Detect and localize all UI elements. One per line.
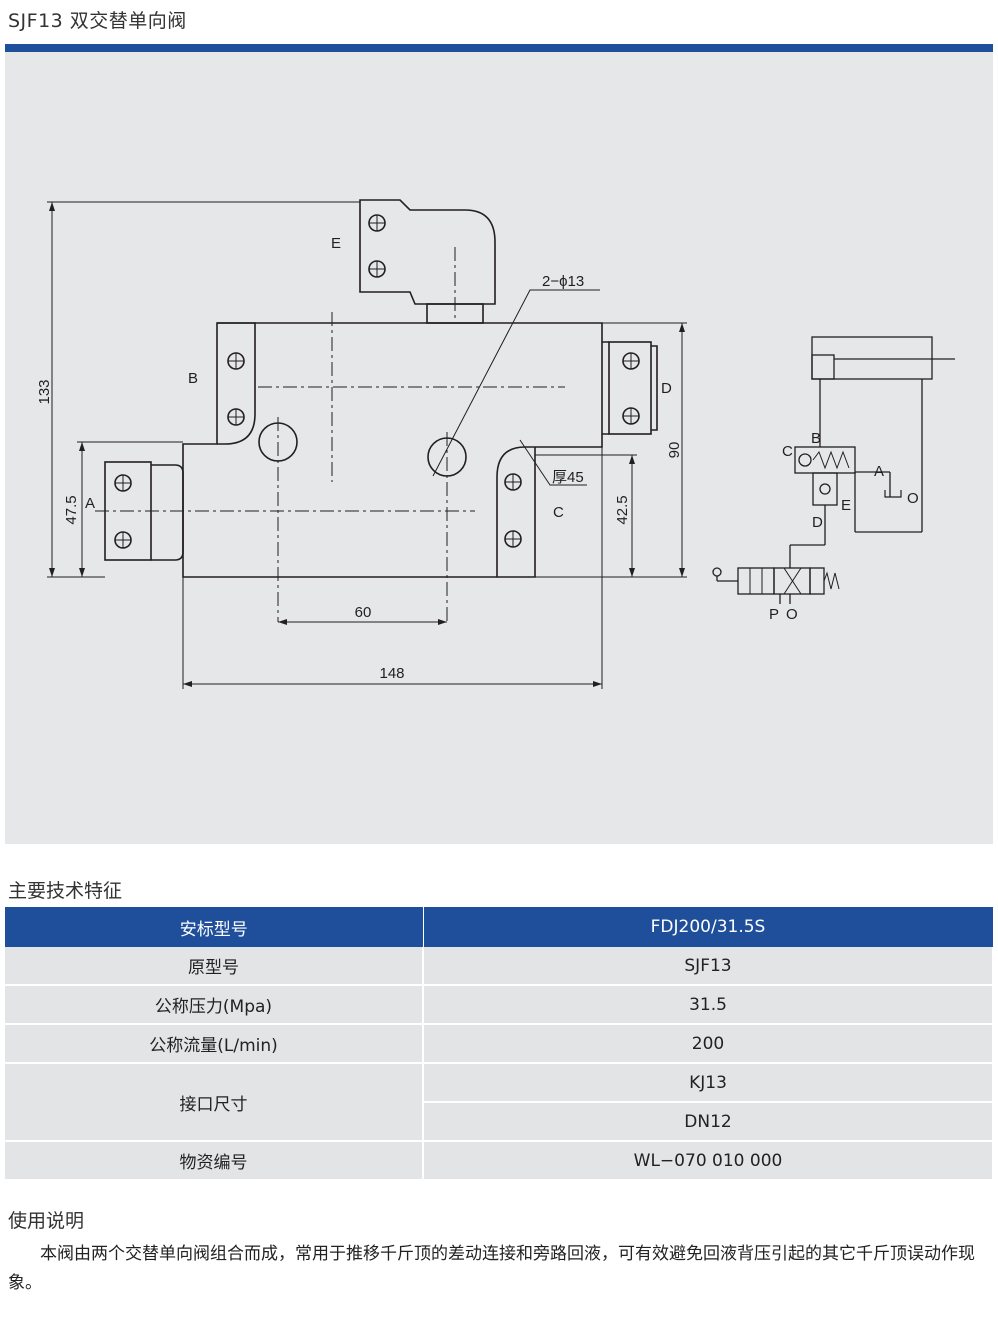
spec-value: DN12 bbox=[423, 1102, 994, 1142]
page-title: SJF13 双交替单向阀 bbox=[8, 10, 187, 32]
schematic-label-p: P bbox=[769, 606, 779, 623]
port-label-d: D bbox=[661, 380, 672, 397]
spec-value: SJF13 bbox=[423, 947, 994, 986]
title-rule bbox=[5, 44, 993, 52]
schematic-label-e: E bbox=[841, 497, 851, 514]
spec-table: 安标型号 FDJ200/31.5S 原型号 SJF13 公称压力(Mpa) 31… bbox=[5, 907, 994, 1181]
table-row: 公称压力(Mpa) 31.5 bbox=[5, 985, 994, 1025]
spec-label: 公称压力(Mpa) bbox=[5, 985, 424, 1025]
valve-body-outline bbox=[182, 322, 603, 578]
drawing-panel: 133 47.5 90 42.5 60 148 2−ϕ13 厚45 A B C … bbox=[5, 52, 993, 844]
spec-header-value: FDJ200/31.5S bbox=[423, 907, 994, 947]
spec-value: WL−070 010 000 bbox=[423, 1141, 994, 1181]
port-label-b: B bbox=[188, 370, 198, 387]
schematic-label-b: B bbox=[811, 430, 821, 447]
port-label-c: C bbox=[553, 504, 564, 521]
schematic-label-c: C bbox=[782, 443, 793, 460]
port-label-a: A bbox=[85, 495, 95, 512]
dim-47-5: 47.5 bbox=[63, 495, 80, 524]
spec-heading: 主要技术特征 bbox=[8, 880, 123, 902]
usage-heading: 使用说明 bbox=[8, 1210, 85, 1232]
table-row: 公称流量(L/min) 200 bbox=[5, 1024, 994, 1064]
schematic-label-d: D bbox=[812, 514, 823, 531]
schematic-label-o: O bbox=[907, 490, 919, 507]
hydraulic-schematic bbox=[712, 336, 955, 604]
spec-label: 接口尺寸 bbox=[5, 1063, 424, 1142]
bracket-b bbox=[217, 322, 256, 445]
valve-drawing: 133 47.5 90 42.5 60 148 2−ϕ13 厚45 A B C … bbox=[36, 199, 955, 689]
schematic-label-a: A bbox=[874, 463, 884, 480]
dim-90: 90 bbox=[666, 442, 683, 459]
usage-text: 本阀由两个交替单向阀组合而成，常用于推移千斤顶的差动连接和旁路回液，可有效避免回… bbox=[8, 1244, 975, 1293]
dim-42-5: 42.5 bbox=[614, 495, 631, 524]
port-d-flange bbox=[608, 341, 652, 435]
table-row: 接口尺寸 KJ13 bbox=[5, 1063, 994, 1142]
callout-thickness: 厚45 bbox=[552, 469, 584, 486]
port-e-elbow bbox=[359, 199, 496, 305]
bracket-c bbox=[497, 447, 536, 578]
table-row: 原型号 SJF13 bbox=[5, 947, 994, 986]
port-label-e: E bbox=[331, 235, 341, 252]
dim-60: 60 bbox=[355, 604, 372, 621]
table-row: 物资编号 WL−070 010 000 bbox=[5, 1141, 994, 1181]
dim-133: 133 bbox=[36, 379, 53, 404]
callout-holes: 2−ϕ13 bbox=[542, 273, 584, 290]
spec-value: 200 bbox=[423, 1024, 994, 1064]
spec-header-label: 安标型号 bbox=[5, 907, 424, 947]
spec-label: 原型号 bbox=[5, 947, 424, 986]
spec-label: 物资编号 bbox=[5, 1141, 424, 1181]
schematic-label-o2: O bbox=[786, 606, 798, 623]
table-row: DN12 bbox=[5, 1102, 994, 1142]
spec-label: 公称流量(L/min) bbox=[5, 1024, 424, 1064]
spec-header-row: 安标型号 FDJ200/31.5S bbox=[5, 907, 994, 947]
dim-148: 148 bbox=[379, 665, 404, 682]
spec-value: 31.5 bbox=[423, 985, 994, 1025]
spec-value: KJ13 bbox=[423, 1063, 994, 1103]
